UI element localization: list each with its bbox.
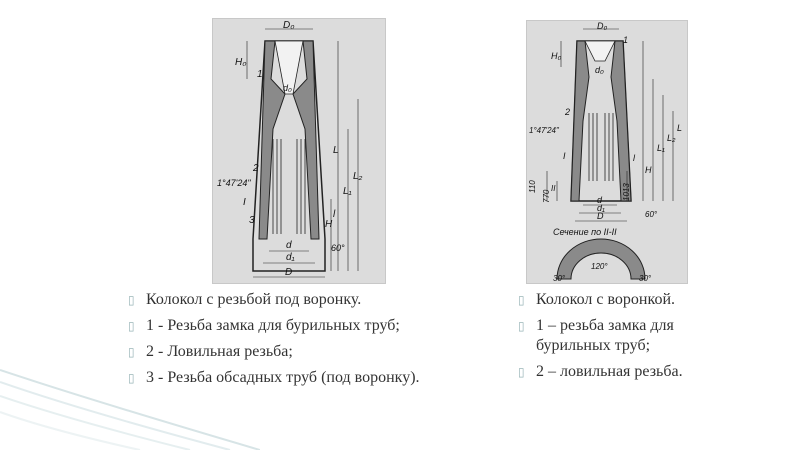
label-L2: L₂	[353, 171, 363, 182]
label-angle-30b: 30°	[639, 274, 652, 283]
list-item: ▯2 – ловильная резьба.	[518, 363, 683, 380]
callout-2: 2	[252, 163, 259, 174]
bullet-icon: ▯	[518, 365, 525, 379]
label-l: l	[333, 209, 336, 220]
label-angle-30a: 30°	[553, 274, 566, 283]
bell-with-funnel-drawing: D₀ H₀ d₀ L L₁ L₂ H l d d₁ D 1°47'24" 60°…	[526, 20, 688, 284]
label-L1-right: L₁	[657, 143, 665, 153]
callout-3: 3	[249, 215, 255, 226]
label-d1: d₁	[286, 252, 295, 263]
label-H0: H₀	[235, 57, 246, 68]
callout-1: 1	[257, 69, 263, 80]
list-item: ▯1 – резьба замка для бурильных труб;	[518, 317, 674, 354]
bullet-icon: ▯	[518, 293, 525, 307]
label-dim-1013: 1013	[622, 183, 631, 201]
label-L-right: L	[677, 123, 682, 133]
label-d0: d₀	[283, 83, 292, 93]
bullet-icon: ▯	[128, 319, 135, 333]
label-d-right: d	[597, 195, 603, 205]
list-item: ▯Колокол с воронкой.	[518, 291, 676, 308]
label-D: D	[285, 267, 292, 278]
label-thread-angle-right: 1°47'24"	[529, 126, 560, 135]
bullet-icon: ▯	[128, 371, 135, 385]
label-dim-770: 770	[542, 189, 551, 203]
label-D0-right: D₀	[597, 21, 607, 31]
list-item: ▯1 - Резьба замка для бурильных труб;	[128, 317, 400, 334]
label-H: H	[325, 219, 333, 230]
label-d0-right: d₀	[595, 65, 604, 75]
bullet-icon: ▯	[518, 319, 525, 333]
label-d: d	[286, 240, 292, 251]
bullet-icon: ▯	[128, 345, 135, 359]
label-angle-120: 120°	[591, 262, 608, 271]
list-item: ▯Колокол с резьбой под воронку.	[128, 291, 362, 308]
label-d1-right: d₁	[597, 203, 605, 213]
label-D0: D₀	[283, 20, 294, 31]
label-l-right: l	[633, 153, 636, 163]
label-roman-II-right: II	[551, 184, 556, 193]
label-H0-right: H₀	[551, 51, 561, 61]
bullet-icon: ▯	[128, 293, 135, 307]
list-item: ▯2 - Ловильная резьба;	[128, 343, 293, 360]
label-dim-110: 110	[528, 180, 537, 193]
label-roman-I-right: I	[563, 151, 566, 161]
callout-2-right: 2	[564, 107, 570, 117]
label-D-right: D	[597, 211, 604, 221]
right-bullet-list: ▯Колокол с воронкой. ▯1 – резьба замка д…	[518, 290, 748, 388]
bell-with-thread-drawing: D₀ H₀ d₀ L L₁ L₂ H l d d₁ D 1°47'24" 60°…	[212, 18, 386, 284]
label-H-right: H	[645, 165, 652, 175]
label-L2-right: L₂	[667, 133, 676, 143]
left-bullet-list: ▯Колокол с резьбой под воронку. ▯1 - Рез…	[128, 290, 473, 394]
label-roman-I: I	[243, 197, 246, 208]
label-L1: L₁	[343, 186, 352, 197]
label-thread-angle: 1°47'24"	[217, 178, 251, 188]
label-angle-60: 60°	[331, 243, 345, 253]
decorative-swoosh	[0, 369, 260, 450]
list-item: ▯3 - Резьба обсадных труб (под воронку).	[128, 369, 420, 386]
section-title: Сечение по II-II	[553, 227, 617, 237]
callout-1-right: 1	[623, 35, 628, 45]
label-L: L	[333, 145, 339, 156]
label-angle-60-right: 60°	[645, 210, 658, 219]
